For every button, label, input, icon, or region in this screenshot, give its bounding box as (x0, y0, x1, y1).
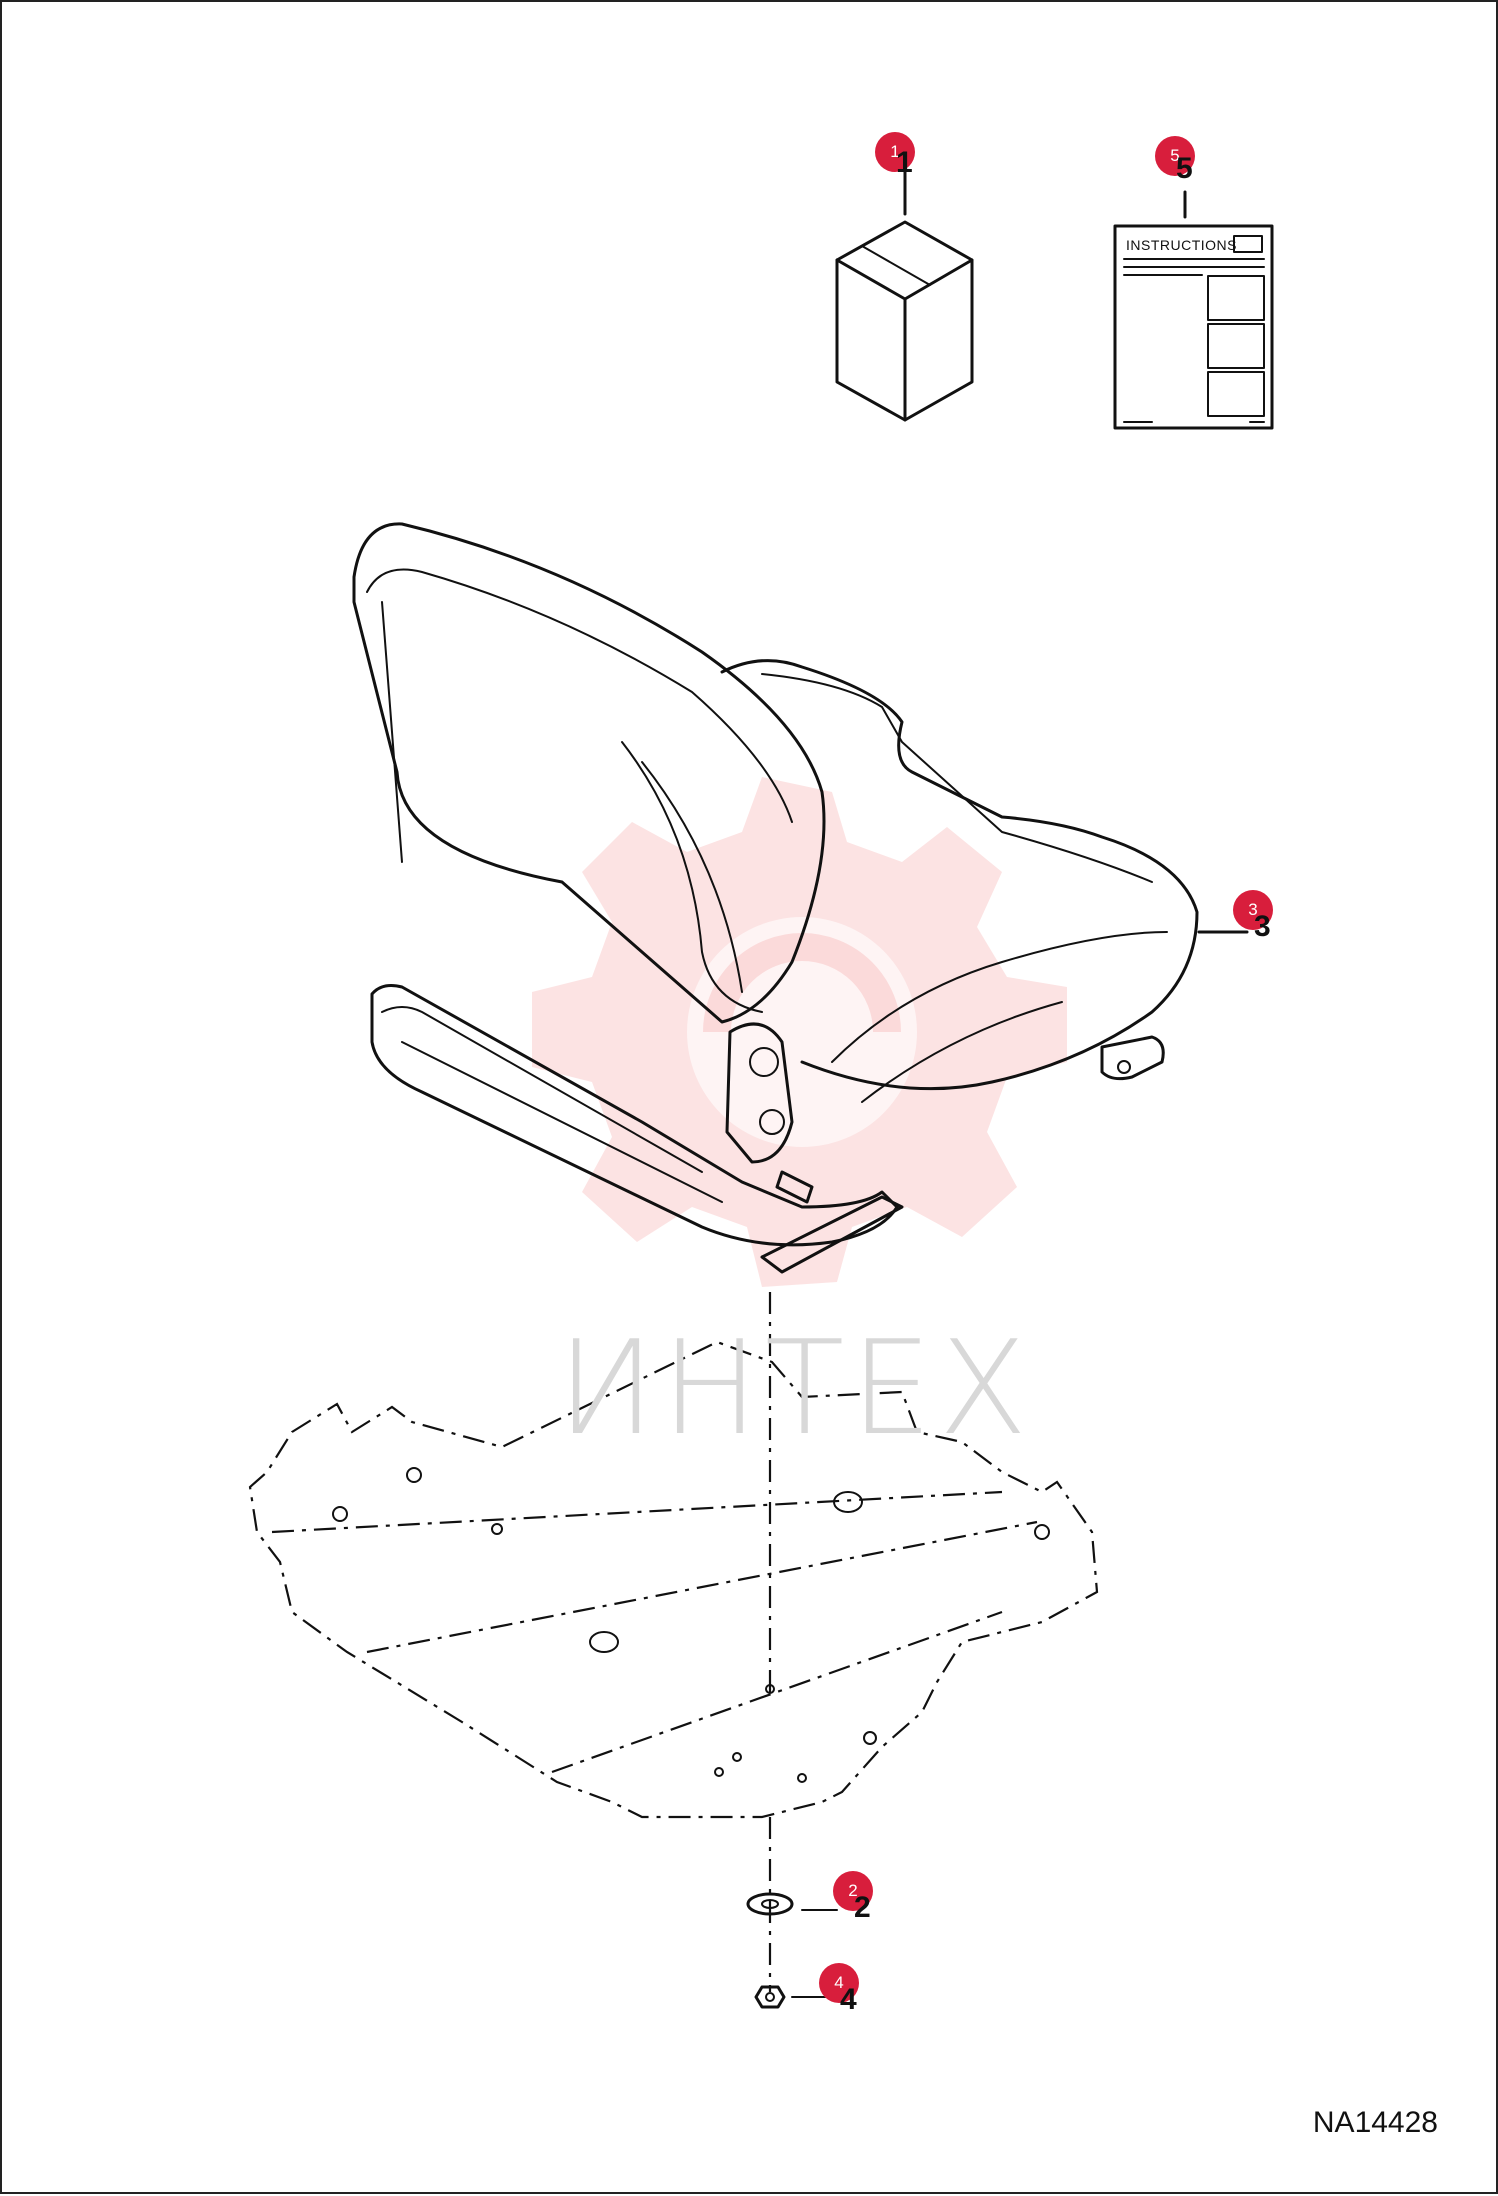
part-number-2: 2 (854, 1891, 871, 1924)
callout-badge-4: 4 (819, 1963, 859, 2003)
washer (746, 1892, 838, 1916)
callout-badge-3: 3 (1233, 890, 1273, 930)
document-id: NA14428 (1312, 2106, 1438, 2139)
floor-plate (248, 1340, 1099, 1819)
box-kit-icon (835, 152, 974, 422)
part-number-4: 4 (840, 1983, 857, 2016)
watermark-text: ИНТЕХ (557, 1312, 1034, 1464)
callout-badge-2: 2 (833, 1871, 873, 1911)
callout-badge-5: 5 (1155, 136, 1195, 176)
callout-badge-1: 1 (875, 132, 915, 172)
part-number-3: 3 (1254, 910, 1271, 943)
instructions-sheet (1113, 190, 1274, 430)
seat-assembly (352, 522, 1249, 1274)
part-number-5: 5 (1176, 152, 1193, 185)
instructions-label: INSTRUCTIONS (1126, 237, 1237, 253)
part-number-1: 1 (896, 146, 913, 179)
